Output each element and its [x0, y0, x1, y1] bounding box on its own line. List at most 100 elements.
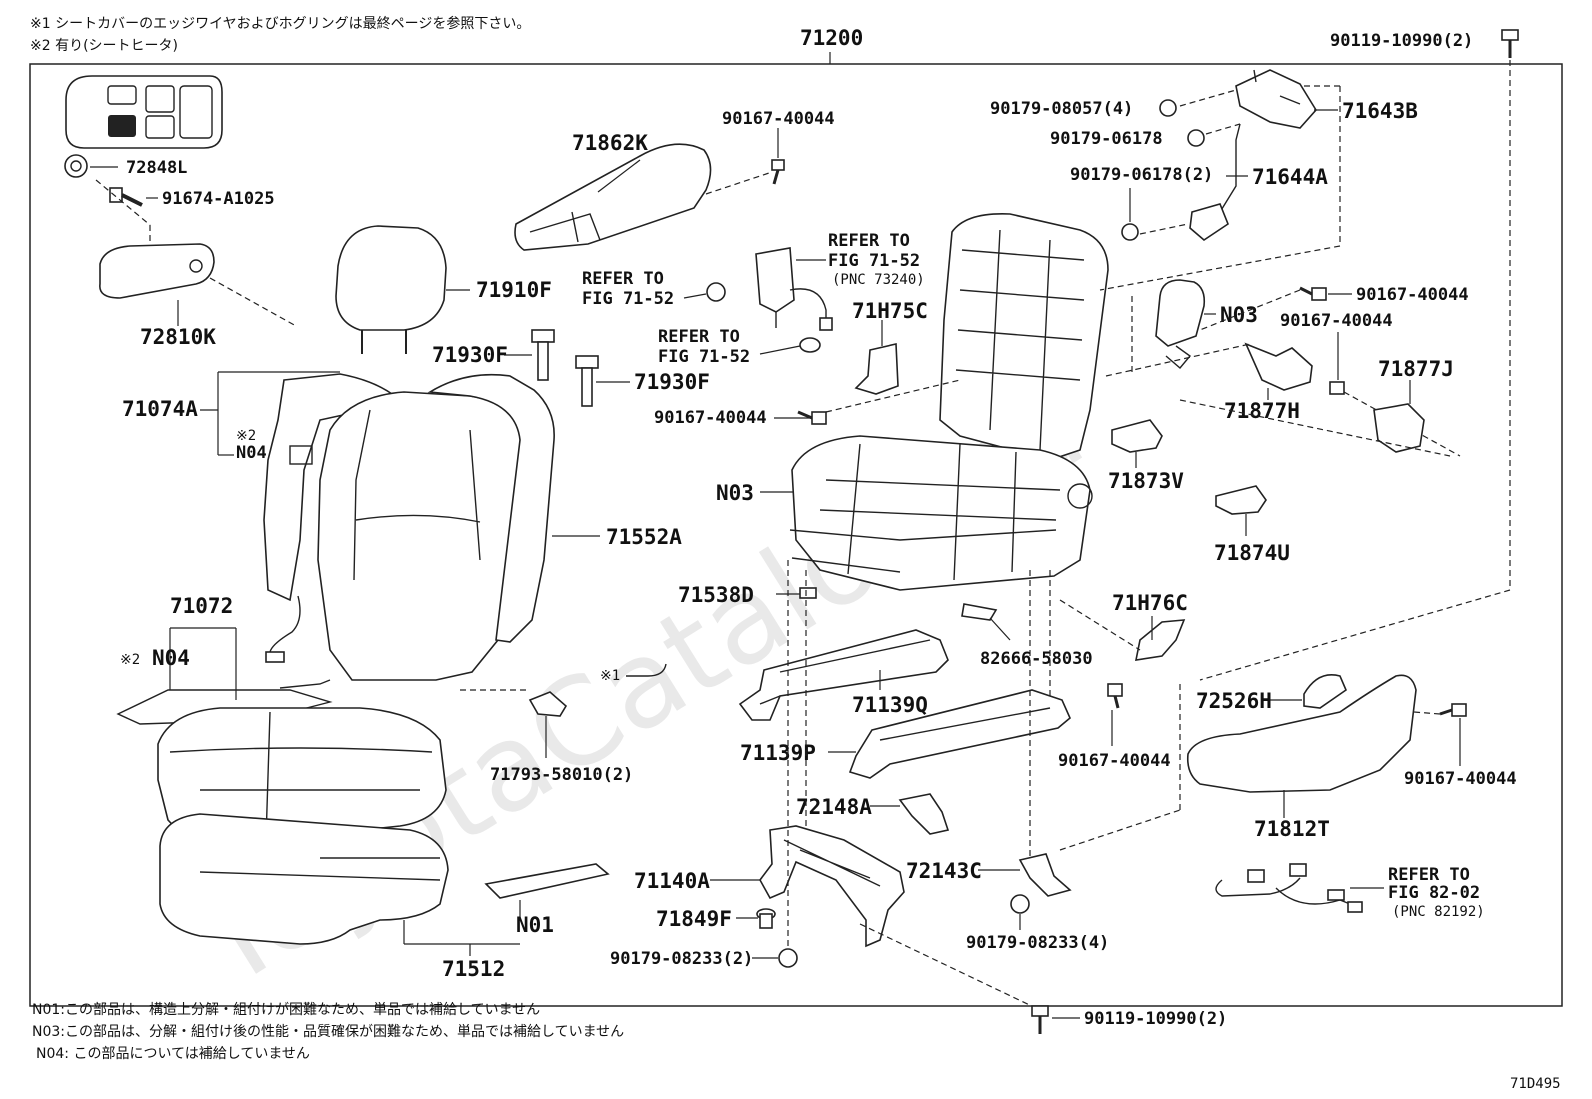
ref3-line2[interactable]: FIG 71-52 [658, 347, 750, 367]
side-airbag-N03-icon [1155, 279, 1206, 347]
label-N01[interactable]: N01 [516, 913, 554, 937]
label-71877H[interactable]: 71877H [1224, 399, 1300, 423]
ref3-line1[interactable]: REFER TO [658, 327, 740, 347]
screw-icon [1107, 683, 1123, 709]
occupant-sensor-icon [484, 863, 610, 899]
seat-cushion-pad-icon [159, 813, 449, 945]
label-71812T[interactable]: 71812T [1254, 817, 1330, 841]
label-82666[interactable]: 82666-58030 [980, 649, 1093, 669]
seatbelt-buckle-icon [755, 247, 833, 331]
ref1-line3: (PNC 73240) [832, 272, 925, 288]
label-71H76C[interactable]: 71H76C [1112, 591, 1188, 615]
label-71910F[interactable]: 71910F [476, 278, 552, 302]
ref4-line1[interactable]: REFER TO [1388, 865, 1470, 885]
header-note-2: ※2 有り(シートヒータ) [30, 38, 178, 54]
figure-code: 71D495 [1510, 1076, 1561, 1092]
label-90179-08057[interactable]: 90179-08057(4) [990, 99, 1133, 119]
label-90179-08233-2[interactable]: 90179-08233(2) [610, 949, 753, 969]
label-71793[interactable]: 71793-58010(2) [490, 765, 633, 785]
label-90167-a[interactable]: 90167-40044 [722, 109, 835, 129]
label-72148A[interactable]: 72148A [796, 795, 872, 819]
headrest-71910F-icon [335, 225, 447, 331]
ref2-line1[interactable]: REFER TO [582, 269, 664, 289]
label-90167-c[interactable]: 90167-40044 [1356, 285, 1469, 305]
headrest-guide-icon [575, 355, 599, 407]
label-90167-f[interactable]: 90167-40044 [1404, 769, 1517, 789]
label-71140A[interactable]: 71140A [634, 869, 710, 893]
ref4-line2[interactable]: FIG 82-02 [1388, 883, 1480, 903]
seatback-cover-71552A-icon [317, 391, 523, 681]
label-71200: 71200 [800, 26, 863, 50]
clip-82666-icon [961, 603, 998, 621]
label-71512[interactable]: 71512 [442, 957, 505, 981]
label-90167-b[interactable]: 90167-40044 [654, 408, 767, 428]
label-71849F[interactable]: 71849F [656, 907, 732, 931]
label-90179-06178[interactable]: 90179-06178 [1050, 129, 1163, 149]
bushing-71849F-icon [756, 908, 776, 929]
bracket-71H76C-icon [1134, 619, 1186, 661]
nut-icon [1187, 129, 1205, 147]
side-shield-71812T-icon [1186, 674, 1417, 793]
label-90167-d[interactable]: 90167-40044 [1280, 311, 1393, 331]
label-72143C[interactable]: 72143C [906, 859, 982, 883]
footer-note-n04: N04: この部品については補給していません [36, 1046, 310, 1062]
label-90119-top[interactable]: 90119-10990(2) [1330, 31, 1473, 51]
label-71552A[interactable]: 71552A [606, 525, 682, 549]
label-71H75C[interactable]: 71H75C [852, 299, 928, 323]
rail-71139P-icon [848, 689, 1071, 779]
ref1-line2[interactable]: FIG 71-52 [828, 251, 920, 271]
armrest-72810K-icon [99, 243, 215, 299]
label-71862K[interactable]: 71862K [572, 131, 648, 155]
lower-frame-71140A-icon [759, 825, 905, 948]
label-90179-08233-4[interactable]: 90179-08233(4) [966, 933, 1109, 953]
screw-icon [1329, 381, 1345, 395]
cable-71644A-icon [1219, 123, 1241, 213]
label-N04-b[interactable]: N04 [152, 646, 190, 670]
label-71139P[interactable]: 71139P [740, 741, 816, 765]
cap-71538D-icon [799, 587, 817, 599]
label-71538D[interactable]: 71538D [678, 583, 754, 607]
screw-icon [1299, 286, 1327, 301]
label-71930F-b[interactable]: 71930F [634, 370, 710, 394]
label-71074A[interactable]: 71074A [122, 397, 198, 421]
label-71873V[interactable]: 71873V [1108, 469, 1184, 493]
side-cover-71862K-icon [514, 143, 712, 251]
label-90119-bottom[interactable]: 90119-10990(2) [1084, 1009, 1227, 1029]
bolt-icon [1501, 29, 1519, 58]
label-71874U[interactable]: 71874U [1214, 541, 1290, 565]
label-72526H[interactable]: 72526H [1196, 689, 1272, 713]
knob-72526H-icon [1303, 674, 1347, 709]
label-72810K[interactable]: 72810K [140, 325, 216, 349]
bracket-71873V-icon [1111, 419, 1163, 453]
star2-a: ※2 [236, 428, 256, 444]
screw-icon [1439, 703, 1467, 717]
ref2-line2[interactable]: FIG 71-52 [582, 289, 674, 309]
header-note-1: ※1 シートカバーのエッジワイヤおよびホグリングは最終ページを参照下さい。 [30, 15, 530, 32]
ref4-line3: (PNC 82192) [1392, 904, 1485, 920]
heater-wire-icon [269, 595, 301, 661]
label-N04-a[interactable]: N04 [236, 443, 267, 463]
bracket-71877H-icon [1244, 342, 1313, 391]
label-71139Q[interactable]: 71139Q [852, 693, 928, 717]
label-71644A[interactable]: 71644A [1252, 165, 1328, 189]
bracket-71874U-icon [1215, 485, 1267, 515]
nut-icon [1159, 99, 1177, 117]
cover-72143C-icon [1018, 853, 1072, 897]
label-71072[interactable]: 71072 [170, 594, 233, 618]
label-71930F-a[interactable]: 71930F [432, 343, 508, 367]
label-90179-06178-2[interactable]: 90179-06178(2) [1070, 165, 1213, 185]
cover-72148A-icon [898, 793, 950, 835]
nut-icon [1010, 894, 1030, 914]
nut-icon [799, 337, 821, 353]
ref1-line1[interactable]: REFER TO [828, 231, 910, 251]
label-71643B[interactable]: 71643B [1342, 99, 1418, 123]
label-71877J[interactable]: 71877J [1378, 357, 1454, 381]
label-72848L[interactable]: 72848L [126, 158, 187, 178]
label-90167-e[interactable]: 90167-40044 [1058, 751, 1171, 771]
headrest-guide-icon [531, 329, 555, 381]
label-91674[interactable]: 91674-A1025 [162, 189, 275, 209]
nut-icon [1121, 223, 1139, 241]
label-N03-a[interactable]: N03 [716, 481, 754, 505]
diagram-frame [29, 63, 1563, 1007]
